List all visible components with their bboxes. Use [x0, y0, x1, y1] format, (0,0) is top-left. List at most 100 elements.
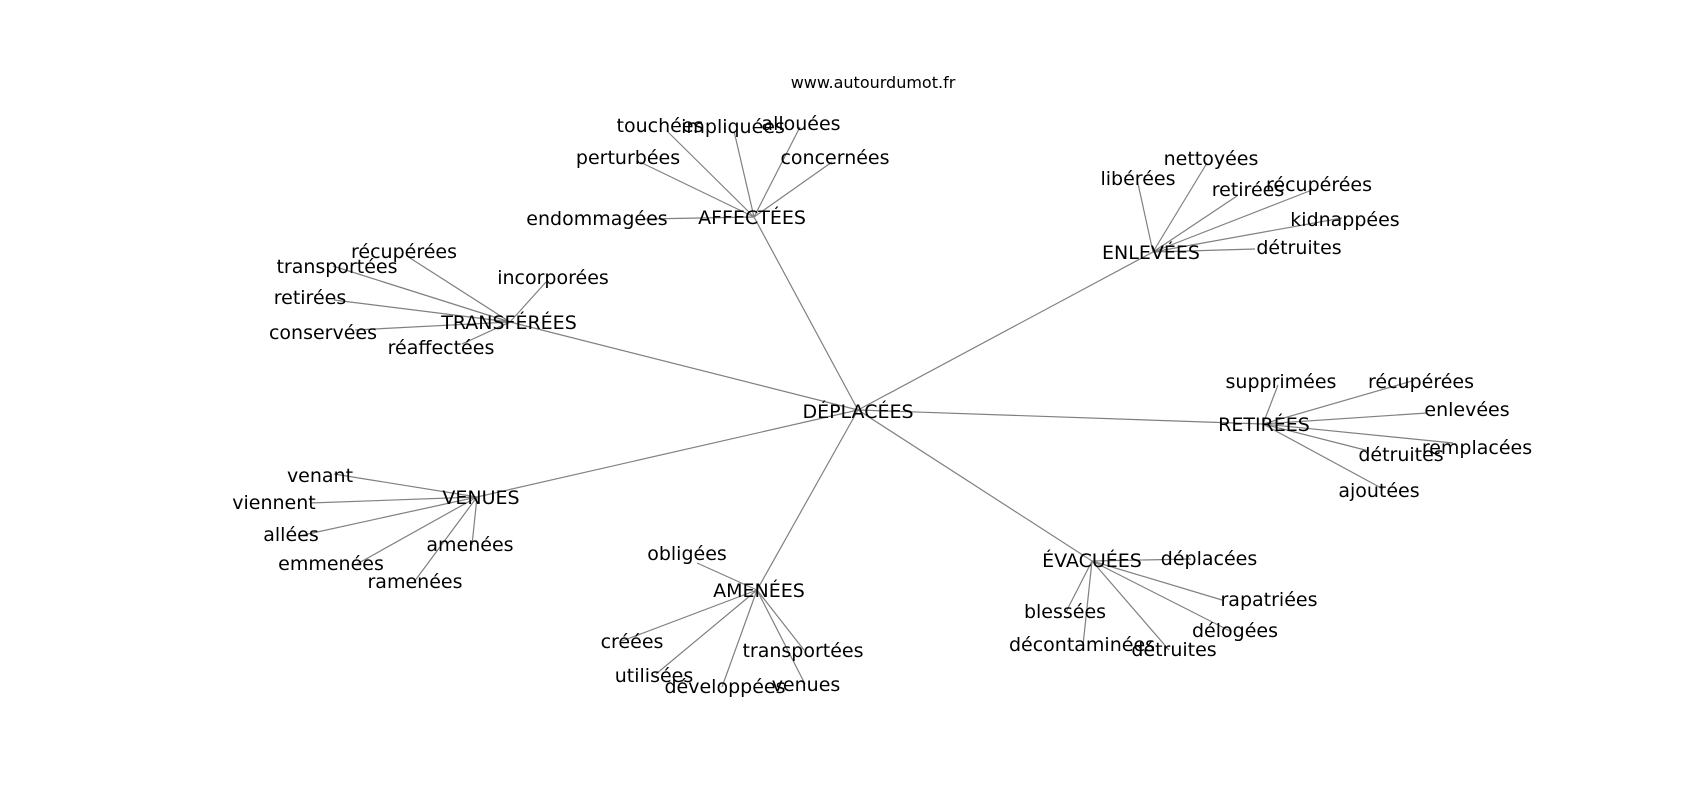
edge-affectees-3 — [639, 161, 755, 218]
graph-edges — [298, 126, 1454, 688]
edge-evacuees-4 — [1082, 560, 1093, 646]
edge-evacuees-1 — [1065, 560, 1093, 613]
leaf-node-amenees-0[interactable]: obligées — [647, 543, 727, 565]
leaf-node-enlevees-0[interactable]: nettoyées — [1164, 148, 1259, 170]
leaf-node-venues-2[interactable]: allées — [263, 524, 318, 546]
edge-enlevees-4 — [1152, 217, 1343, 253]
leaf-node-amenees-4[interactable]: développées — [665, 676, 786, 698]
edge-amenees-4 — [721, 589, 758, 688]
edge-retirees-2 — [1262, 412, 1428, 425]
leaf-node-transferees-0[interactable]: récupérées — [351, 241, 457, 263]
edge-root-venues — [476, 409, 859, 498]
hub-node-venues[interactable]: VENUES — [442, 487, 519, 509]
edge-transferees-0 — [409, 257, 511, 323]
edge-venues-5 — [413, 496, 478, 583]
leaf-node-evacuees-1[interactable]: blessées — [1024, 601, 1106, 623]
edge-amenees-5 — [756, 589, 806, 685]
edge-affectees-2 — [753, 126, 801, 218]
leaf-node-retirees-5[interactable]: ajoutées — [1338, 480, 1419, 502]
edge-enlevees-3 — [1152, 189, 1313, 253]
leaf-node-transferees-3[interactable]: retirées — [274, 287, 346, 309]
leaf-node-retirees-2[interactable]: enlevées — [1424, 399, 1509, 421]
edge-root-transferees — [509, 321, 859, 411]
leaf-node-transferees-5[interactable]: réaffectées — [388, 337, 495, 359]
edge-venues-2 — [298, 496, 478, 537]
edge-evacuees-3 — [1091, 560, 1231, 632]
hub-node-affectees[interactable]: AFFECTÉES — [698, 206, 806, 229]
leaf-node-venues-0[interactable]: venant — [287, 465, 353, 487]
edge-venues-0 — [333, 473, 478, 498]
leaf-node-retirees-0[interactable]: supprimées — [1226, 371, 1337, 393]
leaf-node-enlevees-1[interactable]: libérées — [1101, 168, 1176, 190]
leaf-node-affectees-0[interactable]: touchées — [617, 115, 704, 137]
edge-enlevees-2 — [1152, 195, 1238, 253]
edge-transferees-3 — [333, 299, 511, 323]
edge-enlevees-1 — [1136, 178, 1154, 253]
hub-node-enlevees[interactable]: ENLEVÉES — [1102, 241, 1200, 264]
leaf-node-transferees-4[interactable]: conservées — [269, 322, 377, 344]
leaf-node-evacuees-0[interactable]: déplacées — [1161, 548, 1257, 570]
edge-evacuees-0 — [1091, 558, 1192, 562]
leaf-node-evacuees-3[interactable]: délogées — [1192, 620, 1278, 642]
edge-venues-1 — [309, 496, 478, 504]
root-node[interactable]: DÉPLACÉES — [802, 400, 913, 423]
leaf-node-affectees-1[interactable]: impliquées — [681, 116, 785, 138]
leaf-node-venues-5[interactable]: ramenées — [368, 571, 463, 593]
leaf-node-amenees-1[interactable]: créées — [601, 631, 664, 653]
edge-evacuees-5 — [1091, 560, 1170, 651]
edge-enlevees-5 — [1152, 248, 1256, 253]
leaf-node-amenees-5[interactable]: venues — [772, 674, 841, 696]
edge-transferees-1 — [332, 265, 511, 323]
edge-amenees-0 — [696, 562, 758, 591]
leaf-node-evacuees-4[interactable]: décontaminées — [1009, 634, 1155, 656]
graph-labels: DÉPLACÉES AFFECTÉES touchéesimpliquéesallo… — [232, 113, 1532, 698]
edge-enlevees-0 — [1152, 162, 1208, 253]
leaf-node-affectees-3[interactable]: perturbées — [576, 147, 680, 169]
edge-affectees-1 — [733, 130, 755, 218]
edge-affectees-0 — [666, 130, 755, 218]
edge-retirees-5 — [1262, 423, 1384, 490]
leaf-node-transferees-1[interactable]: transportées — [276, 256, 397, 278]
edge-amenees-3 — [655, 589, 758, 675]
leaf-node-affectees-2[interactable]: allouées — [761, 113, 840, 135]
edge-venues-3 — [471, 496, 478, 546]
edge-retirees-3 — [1262, 423, 1454, 444]
leaf-node-retirees-4[interactable]: détruites — [1358, 444, 1443, 466]
edge-root-amenees — [756, 409, 859, 591]
leaf-node-amenees-2[interactable]: transportées — [742, 640, 863, 662]
leaf-node-affectees-4[interactable]: concernées — [780, 147, 889, 169]
edge-affectees-4 — [753, 161, 833, 218]
hub-node-amenees[interactable]: AMENÉES — [713, 579, 805, 602]
leaf-node-evacuees-5[interactable]: détruites — [1131, 639, 1216, 661]
leaf-node-amenees-3[interactable]: utilisées — [615, 665, 694, 687]
edge-affectees-5 — [644, 216, 755, 220]
leaf-node-retirees-3[interactable]: remplacées — [1422, 437, 1532, 459]
leaf-node-evacuees-2[interactable]: rapatriées — [1221, 589, 1318, 611]
edge-evacuees-2 — [1091, 560, 1223, 601]
leaf-node-retirees-1[interactable]: récupérées — [1368, 371, 1474, 393]
hub-node-evacuees[interactable]: ÉVACUÉES — [1042, 549, 1142, 572]
edge-transferees-4 — [354, 321, 511, 331]
leaf-node-enlevees-3[interactable]: récupérées — [1266, 174, 1372, 196]
leaf-node-enlevees-4[interactable]: kidnappées — [1290, 209, 1399, 231]
edge-transferees-2 — [509, 281, 547, 323]
hub-node-retirees[interactable]: RETIRÉES — [1218, 413, 1310, 436]
leaf-node-venues-1[interactable]: viennent — [232, 492, 315, 514]
site-watermark: www.autourdumot.fr — [791, 73, 956, 92]
edge-amenees-2 — [756, 589, 805, 651]
edge-root-evacuees — [857, 409, 1093, 562]
edge-venues-4 — [356, 496, 478, 565]
leaf-node-enlevees-5[interactable]: détruites — [1256, 237, 1341, 259]
leaf-node-venues-3[interactable]: amenées — [426, 534, 513, 556]
edge-root-retirees — [857, 409, 1264, 425]
leaf-node-transferees-2[interactable]: incorporées — [497, 267, 609, 289]
edge-retirees-4 — [1262, 423, 1370, 452]
leaf-node-venues-4[interactable]: emmenées — [278, 553, 384, 575]
hub-node-transferees[interactable]: TRANSFÉRÉES — [440, 311, 577, 334]
edge-transferees-5 — [461, 321, 511, 345]
edge-root-affectees — [753, 216, 859, 411]
leaf-node-affectees-5[interactable]: endommagées — [526, 208, 667, 230]
edge-retirees-1 — [1262, 380, 1413, 425]
leaf-node-enlevees-2[interactable]: retirées — [1212, 179, 1284, 201]
